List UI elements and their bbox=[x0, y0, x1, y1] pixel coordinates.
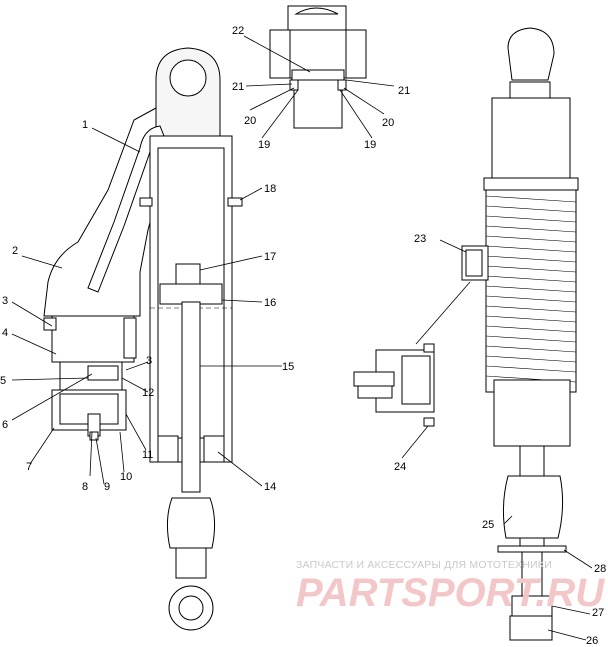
callout-21-left: 21 bbox=[232, 81, 244, 93]
reservoir-ring bbox=[87, 365, 119, 381]
coil-spring bbox=[485, 189, 577, 393]
piston-rod bbox=[181, 301, 201, 493]
sectional-shock-view bbox=[43, 47, 243, 631]
callout-1: 1 bbox=[82, 119, 88, 131]
callout-8: 8 bbox=[82, 481, 88, 493]
adjuster-cap-top bbox=[423, 343, 435, 353]
rod-seal-left bbox=[157, 435, 179, 463]
callout-3-right: 3 bbox=[146, 355, 152, 367]
piston-nut bbox=[175, 263, 201, 287]
callout-labels: 1 2 3 4 5 6 7 8 9 10 11 12 3 15 14 16 17… bbox=[0, 25, 606, 647]
callout-15: 15 bbox=[282, 361, 294, 373]
callout-20-left: 20 bbox=[244, 115, 256, 127]
top-eyelet-bore bbox=[169, 59, 207, 97]
callout-26: 26 bbox=[586, 635, 598, 647]
watermark-logo: PARTSPORT.RU bbox=[296, 571, 605, 615]
callout-17: 17 bbox=[264, 251, 276, 263]
callout-9: 9 bbox=[104, 481, 110, 493]
callout-16: 16 bbox=[264, 297, 276, 309]
adjuster-detail bbox=[353, 343, 435, 427]
callout-19-right: 19 bbox=[364, 139, 376, 151]
leader-lines bbox=[11, 35, 593, 641]
callout-5: 5 bbox=[0, 375, 6, 387]
right-bump-stop bbox=[502, 475, 564, 539]
callout-25: 25 bbox=[482, 519, 494, 531]
inset-seal-right bbox=[337, 79, 347, 91]
watermark: ЗАПЧАСТИ И АКСЕССУАРЫ ДЛЯ МОТОТЕХНИКИ PA… bbox=[296, 559, 605, 615]
inset-bushing bbox=[293, 79, 343, 129]
callout-24: 24 bbox=[394, 461, 406, 473]
right-rod-base bbox=[509, 615, 553, 641]
callout-28: 28 bbox=[594, 563, 606, 575]
bottom-bumper bbox=[166, 497, 216, 549]
callout-4: 4 bbox=[2, 327, 8, 339]
valve-cap bbox=[89, 431, 99, 441]
reservoir-bridge bbox=[43, 107, 157, 317]
callout-22: 22 bbox=[232, 25, 244, 37]
left-stud bbox=[139, 197, 153, 207]
callout-20-right: 20 bbox=[382, 117, 394, 129]
adjuster-screw-head bbox=[423, 417, 435, 427]
callout-2: 2 bbox=[12, 245, 18, 257]
callout-18: 18 bbox=[264, 183, 276, 195]
callout-23: 23 bbox=[414, 233, 426, 245]
reservoir-cap-nut bbox=[123, 317, 137, 359]
bottom-clevis bbox=[175, 547, 207, 579]
watermark-tagline: ЗАПЧАСТИ И АКСЕССУАРЫ ДЛЯ МОТОТЕХНИКИ bbox=[296, 559, 552, 571]
right-lower-body bbox=[493, 379, 571, 447]
callout-12: 12 bbox=[142, 387, 154, 399]
exterior-shock-view bbox=[461, 27, 579, 641]
callout-10: 10 bbox=[120, 471, 132, 483]
adjuster-screw bbox=[227, 197, 243, 207]
callout-14: 14 bbox=[264, 481, 276, 493]
reservoir-cap-nut-left bbox=[43, 317, 57, 331]
adjuster-stem bbox=[353, 371, 395, 387]
callout-19-left: 19 bbox=[258, 139, 270, 151]
piston bbox=[159, 283, 223, 305]
right-rod-washer bbox=[497, 545, 567, 553]
callout-6: 6 bbox=[2, 419, 8, 431]
spring-top-collar bbox=[483, 177, 579, 191]
right-top-eyelet bbox=[507, 27, 555, 81]
inset-washer bbox=[291, 69, 345, 81]
top-mount-detail-inset bbox=[269, 5, 367, 129]
callout-21-right: 21 bbox=[398, 85, 410, 97]
rod-seal-right bbox=[203, 435, 225, 463]
callout-7: 7 bbox=[26, 461, 32, 473]
right-upper-body bbox=[491, 97, 571, 183]
callout-3-left: 3 bbox=[2, 295, 8, 307]
reservoir-cap bbox=[51, 315, 135, 363]
inset-seal-left bbox=[289, 79, 299, 91]
callout-27: 27 bbox=[592, 607, 604, 619]
callout-11: 11 bbox=[142, 449, 153, 461]
